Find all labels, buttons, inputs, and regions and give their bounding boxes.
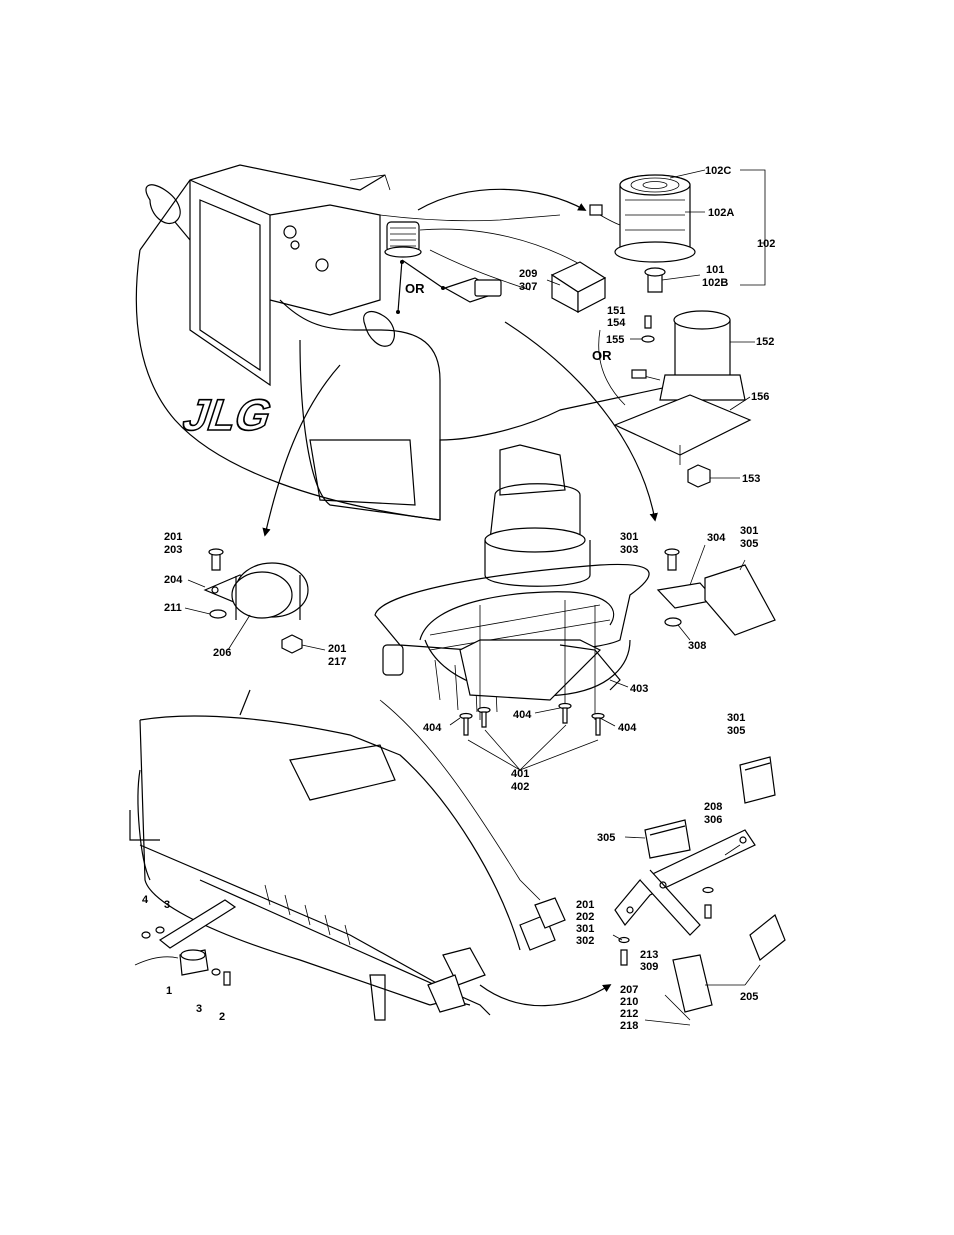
label-301-b: 301 [740,525,758,537]
label-203: 203 [164,544,182,556]
label-202: 202 [576,911,594,923]
flow-arrows [262,188,658,1007]
label-155: 155 [606,334,624,346]
label-210: 210 [620,996,638,1008]
label-201-c: 201 [576,899,594,911]
label-302: 302 [576,935,594,947]
or-connector-lines [396,259,445,314]
label-212: 212 [620,1008,638,1020]
label-102B: 102B [702,277,728,289]
nut-217 [281,634,303,654]
label-2: 2 [219,1011,225,1023]
label-401: 401 [511,768,529,780]
label-303: 303 [620,544,638,556]
screw-151 [644,315,652,329]
label-201-a: 201 [164,531,182,543]
label-1: 1 [166,985,172,997]
bolt-301-303 [664,548,680,571]
label-154: 154 [607,317,626,329]
turntable-assembly [374,444,650,713]
capscrews-401 [459,600,605,736]
label-209: 209 [519,268,537,280]
label-102A: 102A [708,207,734,219]
label-305-c: 305 [597,832,615,844]
label-301-c: 301 [727,712,745,724]
label-211: 211 [164,602,182,614]
or-bracket-line [598,329,626,406]
label-403: 403 [630,683,648,695]
label-207: 207 [620,984,638,996]
label-217: 217 [328,656,346,668]
alarm-209 [550,261,607,314]
beacon-mount-206 [203,562,309,620]
nut-308 [664,617,682,627]
label-301-d: 301 [576,923,594,935]
chassis-lower [129,689,541,1021]
label-305-a: 305 [740,538,758,550]
or-label-left: OR [405,281,425,296]
nut-211 [209,609,227,619]
label-309: 309 [640,961,658,973]
label-3-b: 3 [196,1003,202,1015]
label-308: 308 [688,640,706,652]
label-307: 307 [519,281,537,293]
bumper-bracket-208 [614,829,756,936]
tilt-alarm-assembly [134,899,237,986]
label-102: 102 [757,238,775,250]
label-153: 153 [742,473,760,485]
pad-305-upper [739,756,776,804]
horn-152 [613,310,752,456]
machine-upper-body [135,164,701,521]
nut-153 [687,464,711,488]
pad-305-left [644,819,691,859]
label-206: 206 [213,647,231,659]
label-218: 218 [620,1020,638,1032]
alarm-bracket-304 [656,564,776,636]
screw-101 [644,267,666,293]
label-152: 152 [756,336,774,348]
label-305-b: 305 [727,725,745,737]
label-205: 205 [740,991,758,1003]
label-102C: 102C [705,165,731,177]
label-404-b: 404 [513,709,532,721]
alarm-mounted [443,277,502,303]
bolt-201-203 [208,548,224,571]
label-306: 306 [704,814,722,826]
label-204: 204 [164,574,183,586]
or-label-right: OR [592,348,612,363]
washer-155 [641,335,655,343]
label-156: 156 [751,391,769,403]
label-301-a: 301 [620,531,638,543]
beacon-light-mounted [384,221,422,258]
bumper-pads-205 [427,897,566,1013]
label-151: 151 [607,305,625,317]
callout-labels: 102C 102A 102 101 102B 209 307 151 154 1… [142,165,775,1032]
label-304: 304 [707,532,726,544]
label-402: 402 [511,781,529,793]
label-213: 213 [640,949,658,961]
pad-205-lower [672,914,786,1013]
label-404-a: 404 [423,722,442,734]
leader-lines [184,169,766,1026]
label-201-b: 201 [328,643,346,655]
label-101: 101 [706,264,724,276]
label-4: 4 [142,894,149,906]
label-3-a: 3 [164,899,170,911]
jlg-logo: JLG [176,389,279,440]
label-208: 208 [704,801,722,813]
svg-text:JLG: JLG [177,390,279,440]
label-404-c: 404 [618,722,637,734]
beacon-light-102 [589,174,696,263]
screw-washer-201-302 [618,886,714,966]
